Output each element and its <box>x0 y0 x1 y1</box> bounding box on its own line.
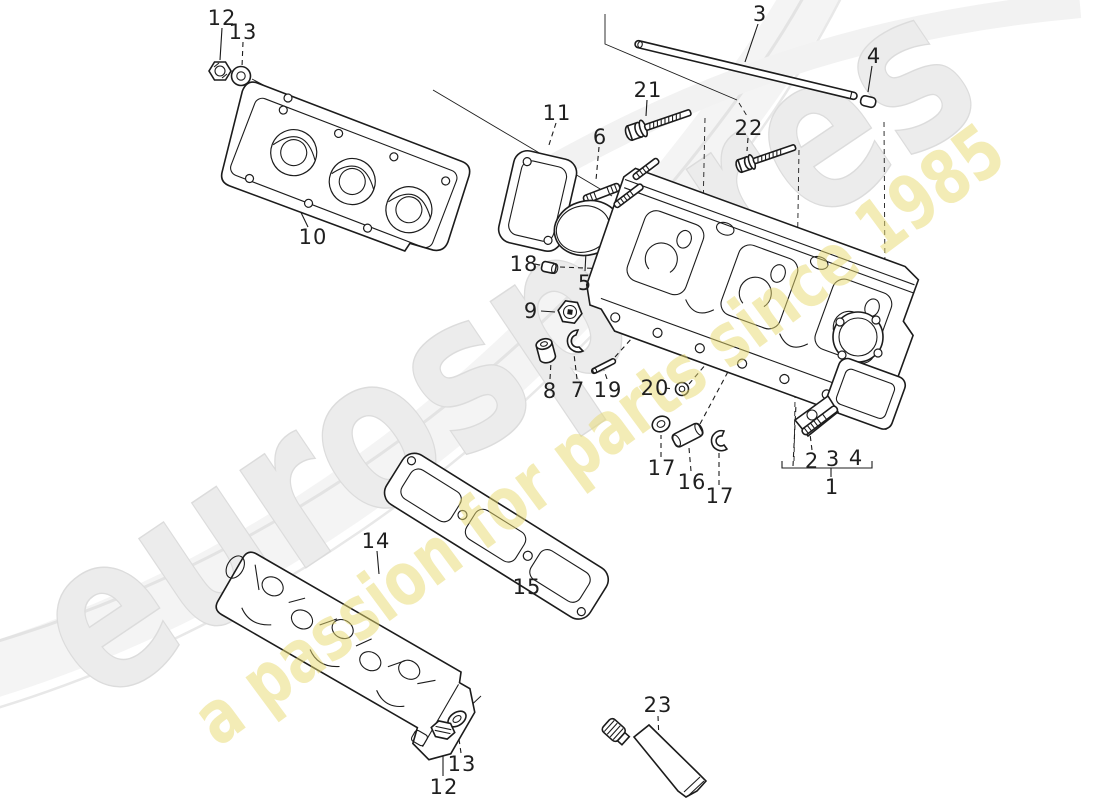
part-drawing-19-pin <box>590 358 617 375</box>
part-drawing-16-dowel <box>671 422 704 448</box>
part-drawing-12-nut-top <box>208 61 232 81</box>
part-drawing-17-clip <box>710 429 729 452</box>
part-drawing-12-nut-bottom <box>430 720 456 740</box>
part-drawing-23-tube <box>601 717 708 798</box>
part-drawing-1-cylinder-head <box>585 157 920 438</box>
part-drawing-9-nut <box>557 300 583 324</box>
part-drawing-8-sleeve <box>535 337 557 364</box>
part-drawing-10-valve-cover-upper <box>220 81 471 252</box>
part-drawing-4-cap <box>859 94 877 109</box>
part-drawing-14-valve-cover-lower <box>215 551 476 761</box>
part-drawing-22-screw <box>735 144 797 174</box>
part-drawing-7-clip <box>566 329 585 353</box>
part-drawing-15-gasket <box>383 452 610 620</box>
part-drawing-20-ring <box>674 381 690 397</box>
part-drawing-3-rod <box>634 39 858 101</box>
part-drawing-21-screw <box>624 109 692 142</box>
part-drawing-2-stud <box>801 405 839 436</box>
part-drawing-6-stud <box>582 182 621 204</box>
part-drawing-17-seal <box>651 415 671 433</box>
part-drawing-13-washer-top <box>230 65 293 103</box>
part-drawing-18-plug <box>540 260 559 275</box>
